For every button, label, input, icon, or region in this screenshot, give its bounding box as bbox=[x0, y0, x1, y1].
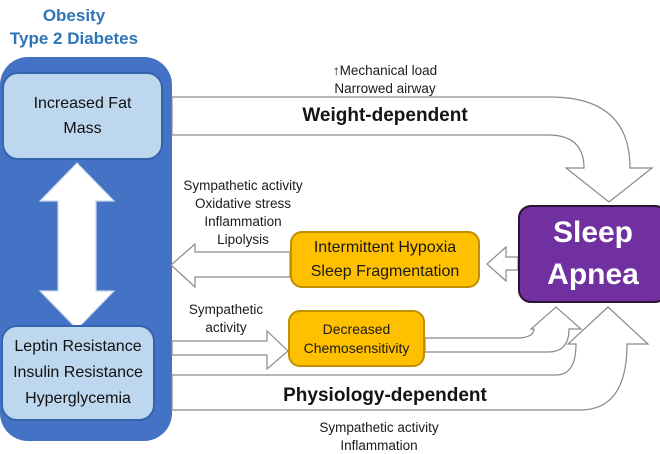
sleep-apnea-line1: Sleep bbox=[552, 216, 634, 249]
bottom-feedback-line1: Sympathetic activity bbox=[319, 420, 439, 435]
metabolic-resistance-box: Leptin Resistance Insulin Resistance Hyp… bbox=[1, 325, 155, 421]
increased-fat-mass-box: Increased Fat Mass bbox=[2, 72, 163, 160]
chemo-input-line2: activity bbox=[205, 320, 247, 335]
mechanical-line1: ↑Mechanical load bbox=[332, 63, 438, 78]
chemo-line2: Chemosensitivity bbox=[303, 339, 410, 356]
sympathetic-to-chemo-arrow bbox=[171, 329, 289, 371]
chemo-line1: Decreased bbox=[322, 320, 391, 337]
title-obesity: Obesity bbox=[42, 6, 106, 25]
physiology-to-apnea-arrow bbox=[171, 306, 650, 411]
weight-dependent-arrow bbox=[171, 96, 654, 203]
fat-mass-line1: Increased Fat bbox=[33, 95, 132, 112]
decreased-chemosensitivity-box: Decreased Chemosensitivity bbox=[288, 310, 425, 367]
hypoxia-line2: Sleep Fragmentation bbox=[310, 262, 460, 280]
feedback-left-arrow bbox=[170, 242, 291, 289]
intermittent-hypoxia-box: Intermittent Hypoxia Sleep Fragmentation bbox=[290, 231, 480, 288]
feedback-line3: Inflammation bbox=[204, 214, 282, 229]
bidirectional-arrow bbox=[38, 162, 116, 330]
weight-dependent-label: Weight-dependent bbox=[302, 105, 468, 126]
apnea-to-hypoxia-arrow bbox=[486, 245, 519, 283]
hypoxia-line1: Intermittent Hypoxia bbox=[313, 238, 457, 256]
bottom-feedback-line2: Inflammation bbox=[340, 438, 418, 453]
mechanical-line2: Narrowed airway bbox=[334, 81, 436, 96]
physiology-dependent-label: Physiology-dependent bbox=[283, 385, 487, 406]
diagram-title: Obesity Type 2 Diabetes bbox=[0, 4, 148, 50]
metabolic-line2: Insulin Resistance bbox=[13, 364, 143, 381]
bottom-feedback-label: Sympathetic activity Inflammation bbox=[299, 419, 459, 454]
sympathetic-activity-label: Sympathetic activity bbox=[166, 301, 286, 337]
feedback-line1: Sympathetic activity bbox=[183, 178, 303, 193]
sleep-apnea-line2: Apnea bbox=[547, 258, 639, 291]
fat-mass-line2: Mass bbox=[63, 120, 102, 137]
chemo-to-apnea-arrow bbox=[424, 306, 583, 353]
metabolic-line1: Leptin Resistance bbox=[14, 338, 142, 355]
feedback-line4: Lipolysis bbox=[217, 232, 269, 247]
title-diabetes: Type 2 Diabetes bbox=[9, 29, 139, 48]
sleep-apnea-box: Sleep Apnea bbox=[518, 205, 660, 303]
chemo-input-line1: Sympathetic bbox=[188, 302, 264, 317]
feedback-mechanisms-label: Sympathetic activity Oxidative stress In… bbox=[163, 177, 323, 249]
feedback-line2: Oxidative stress bbox=[194, 196, 292, 211]
mechanical-load-label: ↑Mechanical load Narrowed airway bbox=[285, 62, 485, 98]
metabolic-line3: Hyperglycemia bbox=[25, 390, 131, 407]
